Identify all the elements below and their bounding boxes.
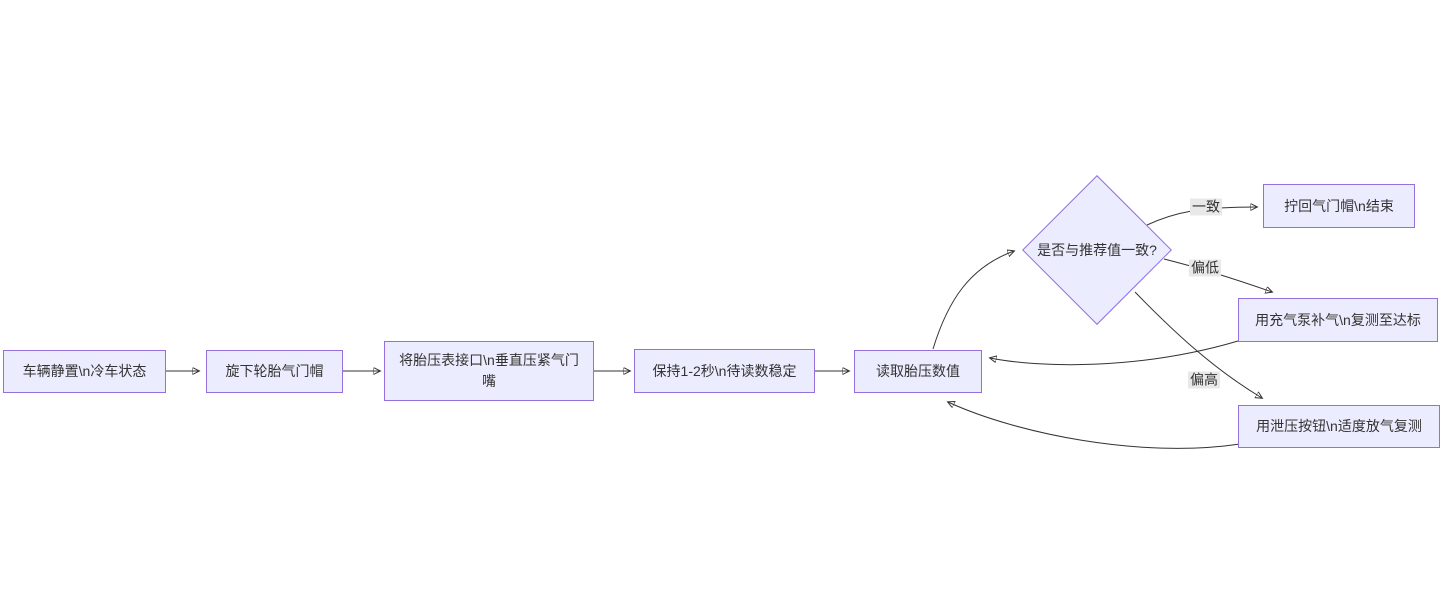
- node-press-gauge: 将胎压表接口\n垂直压紧气门嘴: [384, 341, 594, 401]
- node-unscrew-valve-cap: 旋下轮胎气门帽: [206, 350, 343, 393]
- edge-inflate-to-read: [990, 340, 1239, 366]
- edge-label-low: 偏低: [1189, 259, 1221, 277]
- edge-label-match: 一致: [1190, 198, 1222, 216]
- edge-label-high: 偏高: [1188, 371, 1220, 389]
- node-rescrew-cap-end: 拧回气门帽\n结束: [1263, 184, 1415, 228]
- node-inflate-retest: 用充气泵补气\n复测至达标: [1238, 298, 1438, 342]
- node-hold-reading: 保持1-2秒\n待读数稳定: [634, 349, 815, 393]
- node-cold-vehicle: 车辆静置\n冷车状态: [3, 350, 166, 393]
- node-deflate-retest: 用泄压按钮\n适度放气复测: [1238, 405, 1440, 448]
- edge-read-to-decision: [932, 251, 1014, 350]
- node-read-pressure: 读取胎压数值: [854, 350, 982, 393]
- edge-decision-to-deflate: [1134, 291, 1262, 398]
- decision-match-recommended: 是否与推荐值一致?: [1037, 242, 1157, 258]
- edge-deflate-to-read: [948, 402, 1241, 449]
